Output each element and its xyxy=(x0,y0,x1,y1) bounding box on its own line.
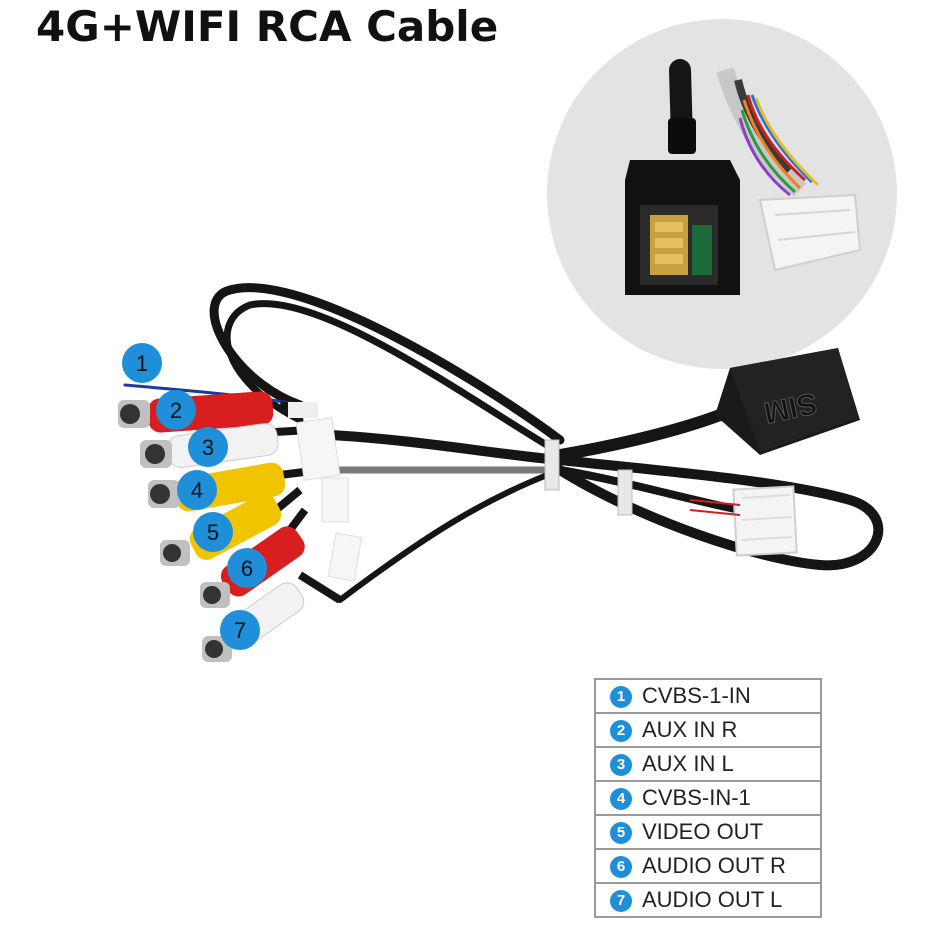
cable-tag xyxy=(295,417,341,481)
legend-row: 5 VIDEO OUT xyxy=(594,814,822,850)
legend-number-badge: 4 xyxy=(610,787,632,810)
legend-row: 4 CVBS-IN-1 xyxy=(594,780,822,816)
badge-3: 3 xyxy=(188,427,228,467)
sim-box: SIM xyxy=(715,348,860,455)
legend-number-badge: 2 xyxy=(610,719,632,742)
cable-tag xyxy=(327,532,363,582)
svg-text:4: 4 xyxy=(191,478,203,503)
harness-connector xyxy=(689,485,798,557)
legend-row: 7 AUDIO OUT L xyxy=(594,882,822,918)
svg-text:3: 3 xyxy=(202,435,214,460)
legend-label: AUDIO OUT L xyxy=(642,887,783,913)
badge-4: 4 xyxy=(177,470,217,510)
cable-tag xyxy=(288,402,318,418)
legend-row: 2 AUX IN R xyxy=(594,712,822,748)
legend-row: 1 CVBS-1-IN xyxy=(594,678,822,714)
badge-2: 2 xyxy=(156,390,196,430)
legend-number-badge: 6 xyxy=(610,855,632,878)
cable-tie xyxy=(617,469,633,516)
svg-text:6: 6 xyxy=(241,556,253,581)
legend-number-badge: 5 xyxy=(610,821,632,844)
cable-tag xyxy=(321,477,349,523)
badge-7: 7 xyxy=(220,610,260,650)
legend-row: 3 AUX IN L xyxy=(594,746,822,782)
legend-label: AUDIO OUT R xyxy=(642,853,786,879)
legend-table: 1 CVBS-1-IN 2 AUX IN R 3 AUX IN L 4 CVBS-IN-… xyxy=(594,678,822,918)
sim-holder-closeup xyxy=(625,160,740,295)
svg-text:5: 5 xyxy=(207,520,219,545)
legend-label: CVBS-IN-1 xyxy=(642,785,751,811)
legend-label: CVBS-1-IN xyxy=(642,683,751,709)
page-title: 4G+WIFI RCA Cable xyxy=(36,2,499,51)
cable-tie xyxy=(544,439,560,491)
legend-number-badge: 1 xyxy=(610,685,632,708)
badge-6: 6 xyxy=(227,548,267,588)
svg-text:2: 2 xyxy=(170,398,182,423)
badge-5: 5 xyxy=(193,512,233,552)
legend-row: 6 AUDIO OUT R xyxy=(594,848,822,884)
legend-label: AUX IN L xyxy=(642,751,734,777)
wire-connector-closeup xyxy=(758,193,862,272)
legend-number-badge: 7 xyxy=(610,889,632,912)
legend-label: AUX IN R xyxy=(642,717,738,743)
rca-plug-4 xyxy=(148,462,321,512)
inset-closeup xyxy=(547,19,897,369)
legend-number-badge: 3 xyxy=(610,753,632,776)
svg-text:1: 1 xyxy=(136,351,148,376)
svg-text:7: 7 xyxy=(234,618,246,643)
badge-1: 1 xyxy=(122,343,162,383)
legend-label: VIDEO OUT xyxy=(642,819,764,845)
